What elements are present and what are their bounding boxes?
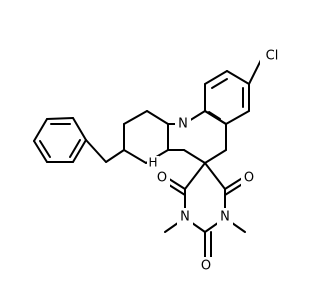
right-imide-nitrogen-label: N bbox=[220, 210, 230, 225]
benzyl-phenyl-ring bbox=[33, 117, 87, 163]
right-carbonyl-oxygen-label: O bbox=[244, 171, 254, 186]
chloroarene-ring bbox=[204, 70, 250, 125]
bottom-carbonyl-oxygen-label: O bbox=[201, 259, 211, 274]
left-carbonyl-oxygen-label: O bbox=[157, 171, 167, 186]
chemical-structure: Cl N H O O O N N bbox=[33, 48, 279, 274]
left-imide-nitrogen-label: N bbox=[180, 210, 190, 225]
benzyl-ch2-link bbox=[85, 139, 125, 163]
piperidine-ring bbox=[123, 110, 169, 164]
chlorine-label: Cl bbox=[266, 49, 279, 64]
c-cl-bond bbox=[248, 57, 263, 85]
ring-nitrogen-label: N bbox=[178, 117, 188, 132]
ring-junction-hydrogen-label: H bbox=[148, 156, 157, 170]
structure-canvas: Cl N H O O O N N bbox=[33, 48, 279, 274]
